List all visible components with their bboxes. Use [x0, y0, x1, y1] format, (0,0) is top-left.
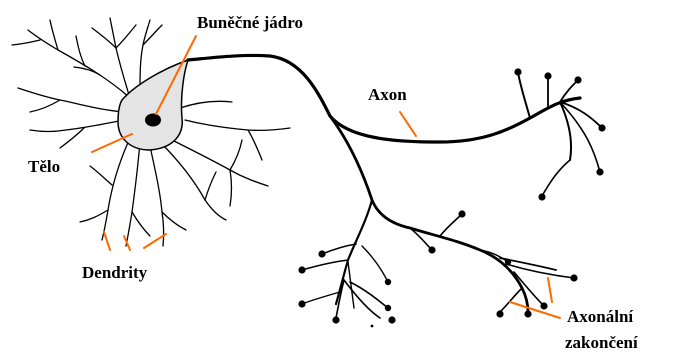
terminals-pointer-1 — [548, 278, 552, 302]
terminals-label-line1: Axonální — [567, 307, 633, 326]
axon-pointer — [400, 112, 416, 136]
terminals-label-line2: zakončení — [565, 333, 638, 352]
soma-pointer — [92, 134, 132, 152]
axon-label: Axon — [368, 85, 407, 104]
terminals-pointer-2 — [510, 302, 560, 318]
axon-terminal-knobs — [298, 68, 605, 327]
soma-label: Tělo — [28, 157, 60, 176]
nucleus-label: Buněčné jádro — [197, 13, 303, 32]
dendrites-label: Dendrity — [82, 263, 148, 282]
dendrites-bracket-1 — [104, 232, 110, 250]
nucleus-shape — [145, 114, 161, 127]
